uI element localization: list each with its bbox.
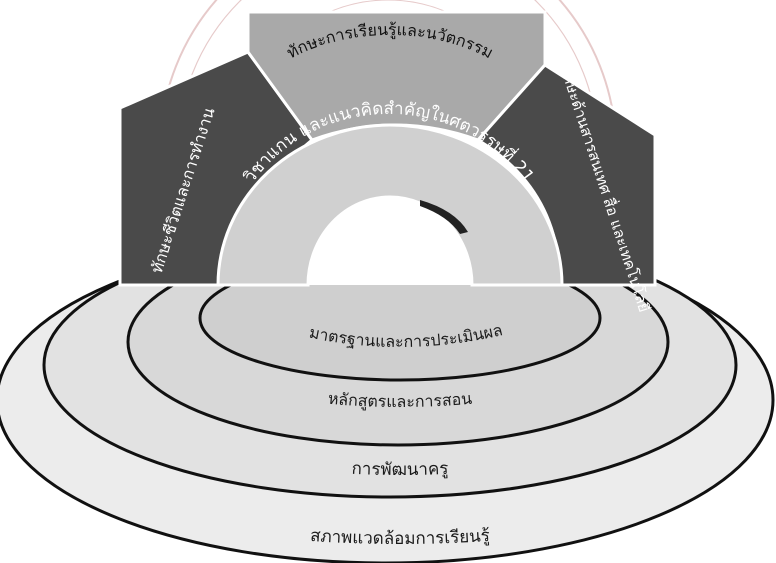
label-teacher-development: การพัฒนาครู	[351, 459, 449, 480]
inner-arch-opening	[308, 197, 472, 285]
label-curriculum-instruction: หลักสูตรและการสอน	[327, 389, 473, 412]
label-learning-environment-path: สภาพแวดล้อมการเรียนรู้	[310, 526, 491, 549]
label-learning-environment: สภาพแวดล้อมการเรียนรู้	[310, 526, 491, 549]
support-rings	[0, 231, 775, 563]
label-teacher-development-path: การพัฒนาครู	[351, 459, 449, 480]
inner-arch-shade	[420, 200, 468, 234]
label-curriculum-instruction-path: หลักสูตรและการสอน	[327, 389, 473, 412]
